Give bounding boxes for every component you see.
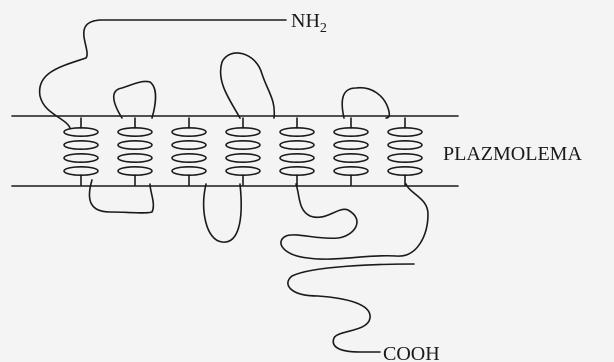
extracellular-loop-1 xyxy=(114,81,156,118)
helix-turn xyxy=(64,154,98,162)
n-terminus-label: NH2 xyxy=(291,10,327,36)
intracellular-loop-2 xyxy=(204,184,241,242)
extracellular-loop-2 xyxy=(221,53,275,118)
transmembrane-helix xyxy=(172,118,206,185)
transmembrane-helix xyxy=(280,118,314,185)
helix-turn xyxy=(280,141,314,149)
transmembrane-helix xyxy=(334,118,368,185)
helix-turn xyxy=(64,128,98,136)
intracellular-loop-1 xyxy=(89,180,153,213)
helix-turn xyxy=(280,167,314,175)
extracellular-loop-3 xyxy=(342,88,389,118)
helix-turn xyxy=(334,128,368,136)
helix-turn xyxy=(388,167,422,175)
plasmolemma-label: PLAZMOLEMA xyxy=(443,143,582,165)
helix-turn xyxy=(334,167,368,175)
helix-turn xyxy=(334,154,368,162)
transmembrane-helices xyxy=(64,118,422,185)
helix-turn xyxy=(388,154,422,162)
helix-turn xyxy=(388,141,422,149)
helix-turn xyxy=(334,141,368,149)
helix-turn xyxy=(226,154,260,162)
helix-turn xyxy=(118,128,152,136)
transmembrane-helix xyxy=(64,118,98,185)
helix-turn xyxy=(280,128,314,136)
helix-turn xyxy=(172,167,206,175)
helix-turn xyxy=(172,141,206,149)
helix-turn xyxy=(118,141,152,149)
c-terminal-tail xyxy=(288,264,414,352)
helix-turn xyxy=(172,154,206,162)
helix-turn xyxy=(118,154,152,162)
helix-turn xyxy=(172,128,206,136)
helix-turn xyxy=(64,167,98,175)
c-terminus-label: COOH xyxy=(383,343,440,362)
n-terminal-tail xyxy=(40,20,286,128)
helix-turn xyxy=(226,128,260,136)
helix-turn xyxy=(280,154,314,162)
helix-turn xyxy=(388,128,422,136)
transmembrane-helix xyxy=(118,118,152,185)
helix-turn xyxy=(118,167,152,175)
helix-turn xyxy=(226,167,260,175)
transmembrane-helix xyxy=(388,118,422,185)
helix-turn xyxy=(64,141,98,149)
intracellular-loop-3 xyxy=(281,184,428,259)
transmembrane-helix xyxy=(226,118,260,185)
helix-turn xyxy=(226,141,260,149)
